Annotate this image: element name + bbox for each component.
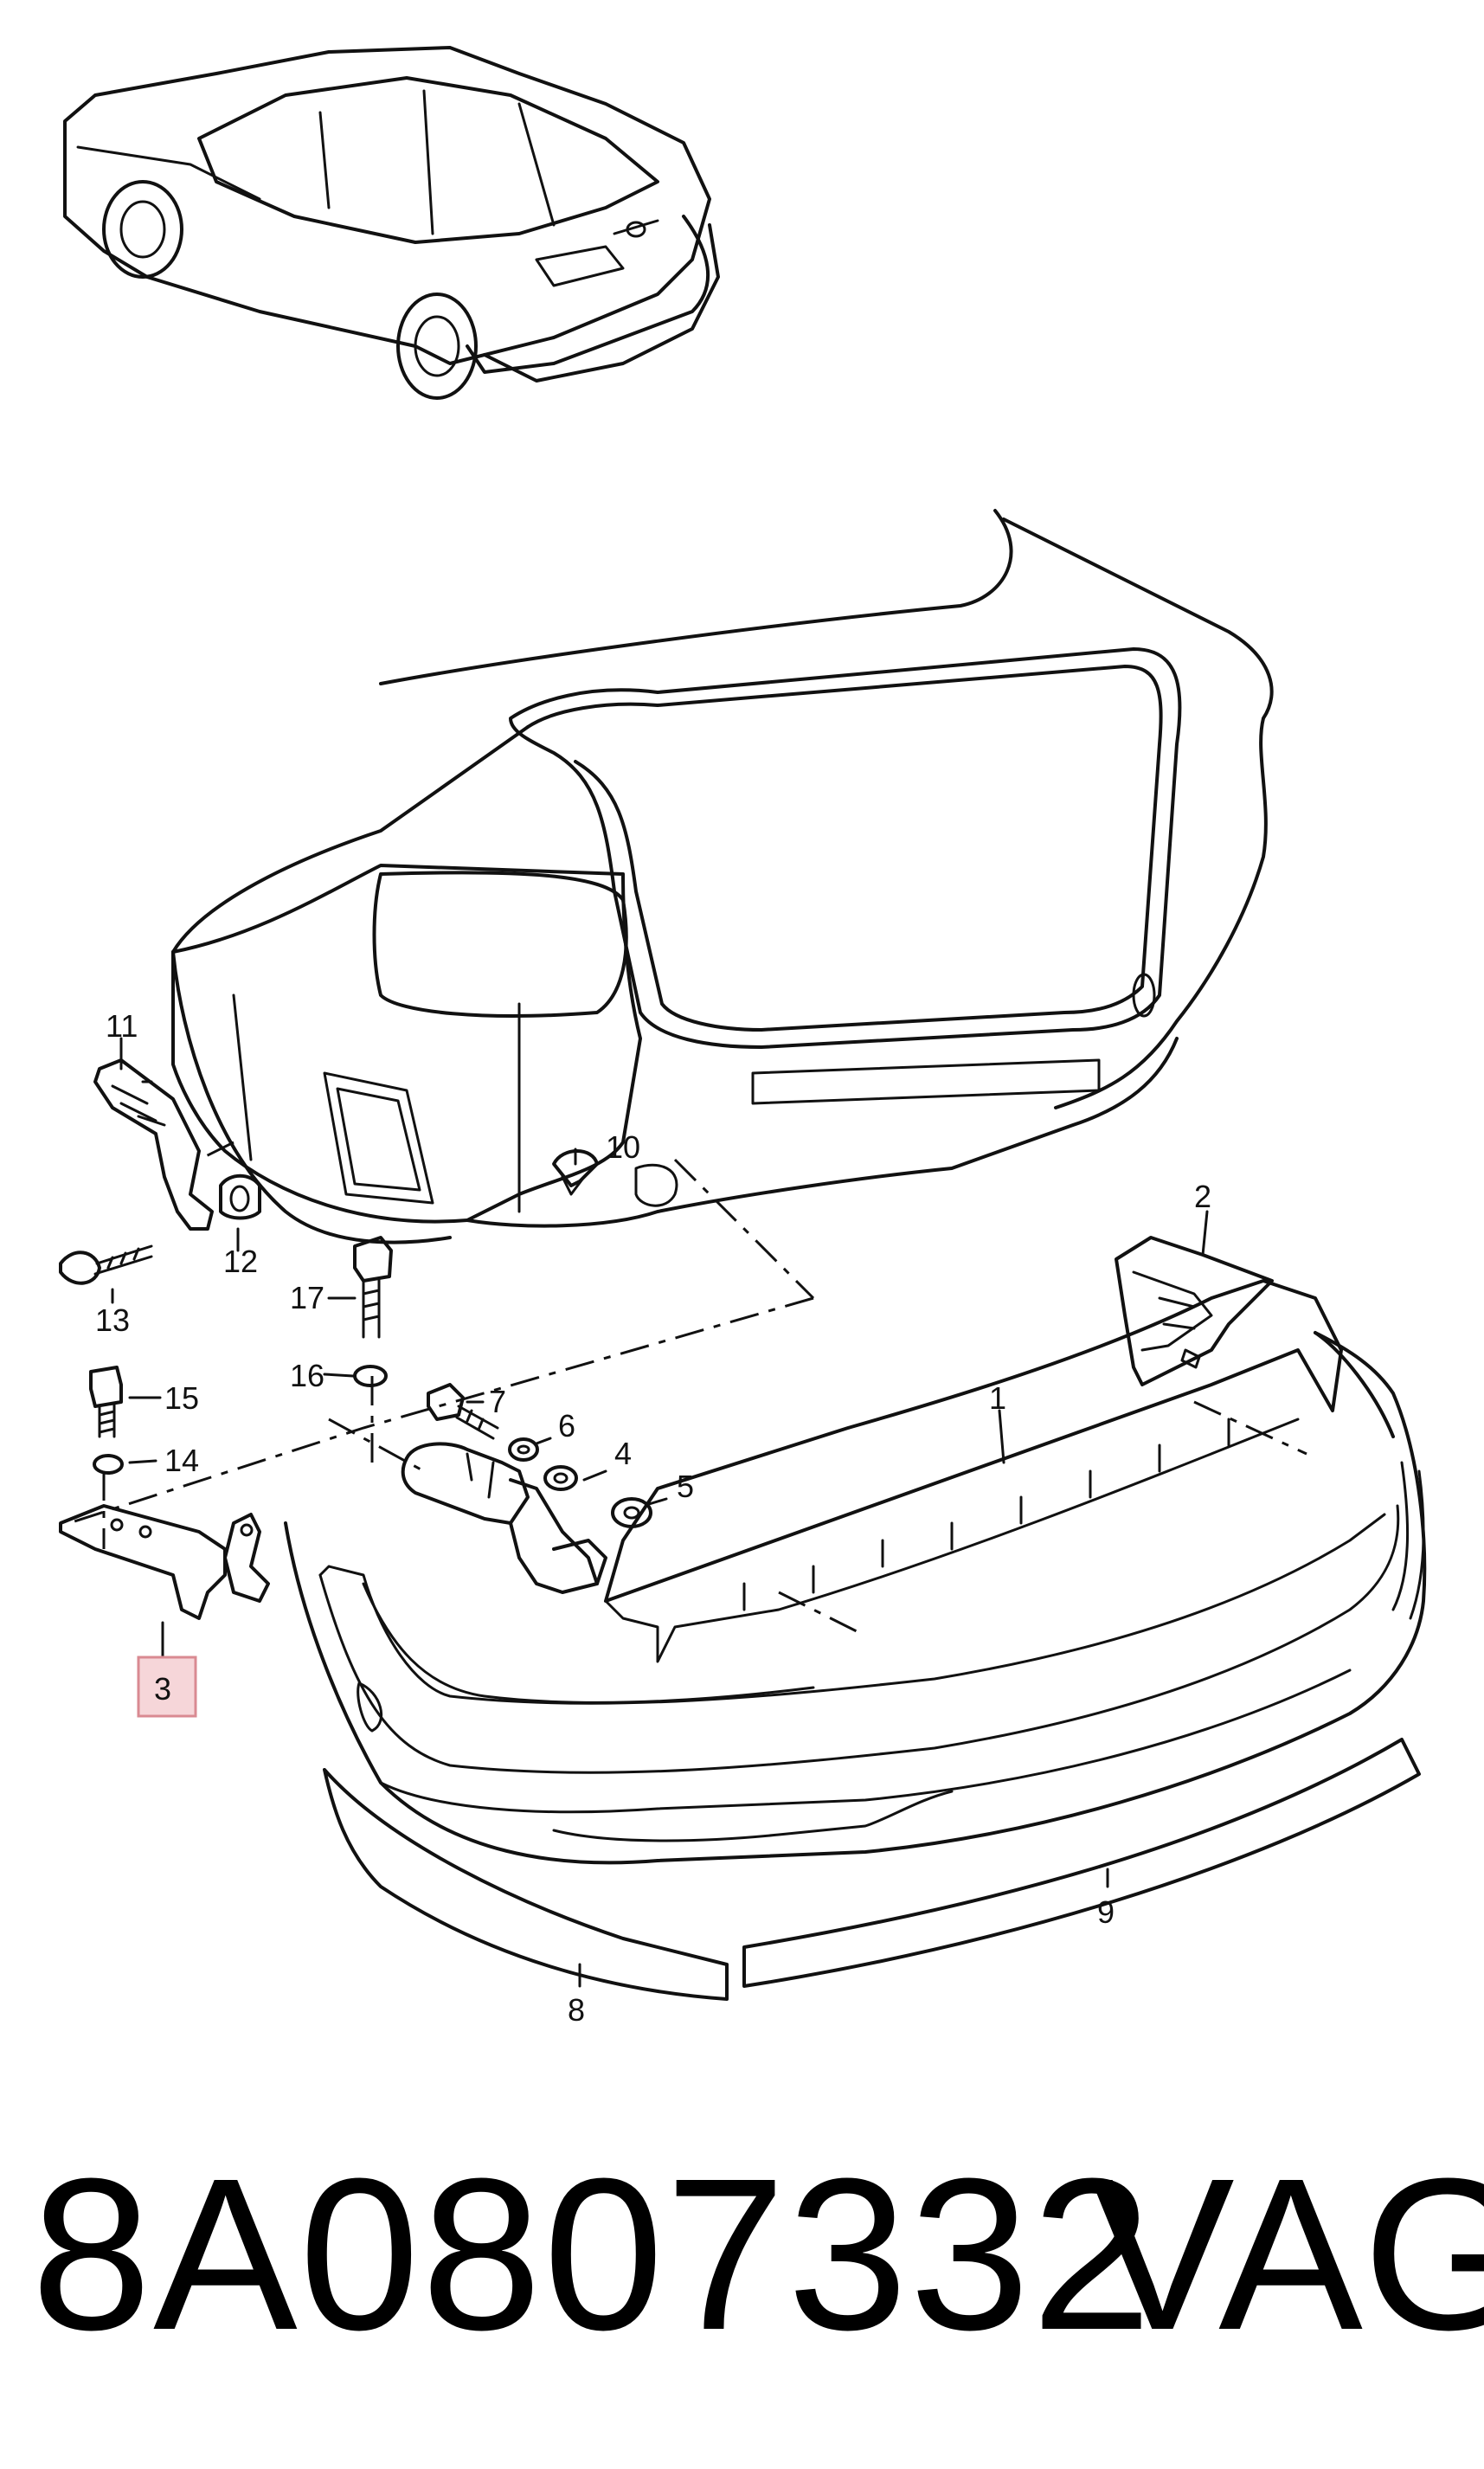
callout-leader-lines <box>111 1037 1209 1988</box>
brand-text: VAG <box>1090 2133 1484 2375</box>
bolt-part-17 <box>353 1236 393 1339</box>
bumper-sensor-assembly <box>401 1442 607 1594</box>
washer-part-5 <box>611 1497 652 1528</box>
callout-5: 5 <box>677 1469 694 1504</box>
washer-part-4 <box>543 1465 578 1491</box>
callout-4: 4 <box>614 1436 632 1471</box>
car-rear-body <box>171 509 1274 1244</box>
bolt-part-15 <box>89 1366 123 1438</box>
callout-14: 14 <box>164 1443 199 1478</box>
callout-1: 1 <box>989 1380 1006 1416</box>
callout-labels: 1 2 3 4 5 6 7 8 9 10 11 12 13 14 15 16 1… <box>95 1008 1211 2028</box>
bracket-part-11 <box>93 1058 214 1231</box>
callout-13: 13 <box>95 1302 130 1338</box>
trim-strip-part-8 <box>323 1768 729 2001</box>
callout-3: 3 <box>154 1671 171 1707</box>
callout-17: 17 <box>290 1280 324 1315</box>
rear-bumper-cover <box>284 1331 1427 1865</box>
assembly-guide-lines <box>68 1141 1307 1637</box>
callout-6: 6 <box>558 1408 575 1443</box>
callout-2: 2 <box>1194 1179 1211 1214</box>
side-bracket-part-2 <box>1115 1236 1274 1386</box>
screw-part-13 <box>59 1244 153 1285</box>
trim-strip-part-9 <box>742 1738 1421 1988</box>
callout-15: 15 <box>164 1380 199 1416</box>
car-overview-illustration <box>63 46 720 400</box>
callout-8: 8 <box>568 1992 585 2028</box>
washer-part-16 <box>353 1365 388 1387</box>
callout-highlight-box <box>137 1656 197 1718</box>
callout-9: 9 <box>1097 1894 1115 1930</box>
bracket-part-3 <box>59 1504 270 1620</box>
callout-10: 10 <box>606 1129 640 1165</box>
bolt-part-7 <box>427 1383 499 1440</box>
bumper-mounting-rail <box>604 1279 1343 1663</box>
callout-16: 16 <box>290 1358 324 1393</box>
part-number-text: 8A0807332 <box>31 2133 1154 2375</box>
callout-11: 11 <box>106 1008 138 1044</box>
callout-12: 12 <box>223 1244 258 1279</box>
washer-part-14 <box>93 1454 124 1475</box>
clip-part-10 <box>552 1149 599 1196</box>
washer-part-6 <box>508 1437 539 1462</box>
callout-7: 7 <box>489 1384 506 1419</box>
grommet-part-12 <box>219 1173 261 1220</box>
